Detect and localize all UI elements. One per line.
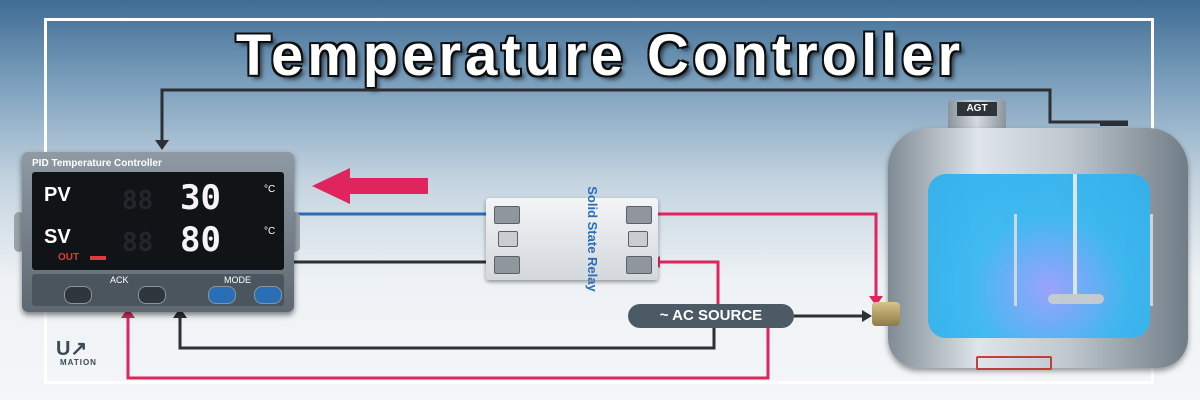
tank-input-arrow [869, 296, 883, 306]
controller-keypad: ACK MODE [32, 274, 284, 306]
ac-neutral-loop [178, 318, 716, 350]
ac-source-label: ~ AC SOURCE [628, 304, 794, 328]
logo-text: MATION [60, 358, 97, 367]
controller-display: PV 88 30 °C SV 88 80 °C OUT [32, 172, 284, 270]
sv-label: SV [44, 226, 71, 248]
agitator-blade [1048, 294, 1104, 304]
ssr-terminal-3 [494, 256, 520, 274]
pid-controller: PID Temperature Controller PV 88 30 °C S… [22, 152, 294, 312]
baffle-right [1150, 214, 1153, 306]
ac-to-ssr-wire [660, 260, 720, 304]
ack-label: ACK [110, 275, 129, 285]
heater-connector [872, 302, 900, 326]
ssr-terminal-4 [494, 206, 520, 224]
ssr-name: Solid State Relay [585, 186, 600, 292]
controller-name: PID Temperature Controller [32, 158, 162, 169]
sv-unit: °C [264, 226, 276, 237]
logo-mark: U↗ [56, 338, 88, 360]
process-tank [888, 128, 1188, 370]
neutral-arrow [173, 308, 187, 318]
sensor-feedback-arrow [155, 140, 169, 150]
baffle-left [1014, 214, 1017, 306]
highlight-arrow [312, 168, 428, 204]
up-button[interactable] [254, 286, 282, 304]
sv-value: 80 [180, 220, 221, 260]
agitator-shaft [1073, 174, 1077, 294]
mode-label: MODE [224, 275, 251, 285]
ssr-mount-right [628, 231, 648, 247]
sv-ghost-digits: 88 [122, 228, 154, 258]
ssr-mount-left [498, 231, 518, 247]
ack-button[interactable] [138, 286, 166, 304]
pv-unit: °C [264, 184, 276, 195]
down-button[interactable] [208, 286, 236, 304]
diagram-title: Temperature Controller [235, 23, 965, 88]
brand-logo: U↗ MATION [56, 336, 122, 372]
heater-element [976, 356, 1052, 370]
out-label: OUT [58, 252, 80, 263]
ssr-output-wire [650, 212, 878, 296]
power-arrow [121, 308, 135, 318]
ssr-terminal-2 [626, 256, 652, 274]
ac-power-loop [126, 318, 770, 380]
left-mount-knob [14, 212, 24, 252]
pv-label: PV [44, 184, 71, 206]
sensor-feedback-wire [160, 88, 1128, 140]
page-button[interactable] [64, 286, 92, 304]
pv-ghost-digits: 88 [122, 186, 154, 216]
agitator-label: AGT [957, 102, 997, 116]
pv-value: 30 [180, 178, 221, 218]
right-mount-knob [290, 212, 300, 252]
tank-liquid [928, 174, 1153, 370]
solid-state-relay: Solid State Relay [486, 186, 658, 292]
ac-to-tank-arrow [862, 310, 872, 322]
out-indicator [90, 256, 106, 260]
ssr-terminal-1 [626, 206, 652, 224]
